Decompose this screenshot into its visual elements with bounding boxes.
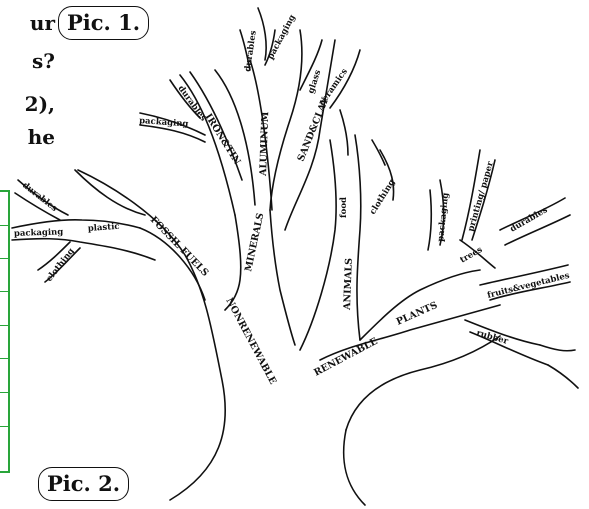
label-nonrenewable: NONRENEWABLE xyxy=(223,296,278,386)
plastic-branch-top xyxy=(75,170,145,215)
label-durables-top: durables xyxy=(243,30,259,73)
packaging-plants-twig-b xyxy=(428,190,431,250)
label-sand-clay: SAND&CLAY xyxy=(296,96,332,163)
label-minerals: MINERALS xyxy=(243,212,266,273)
far-right-twig-b xyxy=(548,365,578,388)
label-packaging-iron: packaging xyxy=(139,116,189,129)
label-animals: ANIMALS xyxy=(342,258,355,311)
pic-1-label: Pic. 1. xyxy=(58,6,149,40)
label-fruits-vegetables: fruits&vegetables xyxy=(486,271,571,301)
label-durables-iron: durables xyxy=(176,84,209,124)
label-packaging-plastic: packaging xyxy=(14,227,64,239)
label-durables-trees: durables xyxy=(509,205,550,235)
minerals-right-edge xyxy=(270,210,295,345)
tree-outline xyxy=(12,8,578,505)
far-right-twig xyxy=(540,345,575,351)
food-twig xyxy=(340,110,348,155)
plastic-branch-upper xyxy=(12,220,140,228)
label-plastic: plastic xyxy=(88,222,120,234)
plastic-branch-lower xyxy=(12,239,155,260)
label-packaging-plants: packaging xyxy=(436,192,451,242)
pic-2-label: Pic. 2. xyxy=(38,467,129,501)
label-packaging-top: packaging xyxy=(266,13,298,61)
label-fossil-fuels: FOSSIL FUELS xyxy=(148,214,211,278)
label-iron-tin: IRON&TIN xyxy=(202,112,242,167)
plants-branch-upper xyxy=(360,270,480,340)
label-aluminum: ALUMINUM xyxy=(258,111,271,177)
label-renewable: RENEWABLE xyxy=(312,336,379,379)
animals-right xyxy=(355,135,361,340)
label-food: food xyxy=(339,197,349,218)
tree-labels: durables packaging glass ceramics ALUMIN… xyxy=(14,13,571,386)
aluminum-twig-packaging xyxy=(258,8,266,60)
animals-left xyxy=(300,140,336,350)
label-printing-paper: printing/ paper xyxy=(466,160,496,233)
trunk-base-right xyxy=(344,430,365,505)
clothing-twig-animals-b xyxy=(372,140,385,165)
